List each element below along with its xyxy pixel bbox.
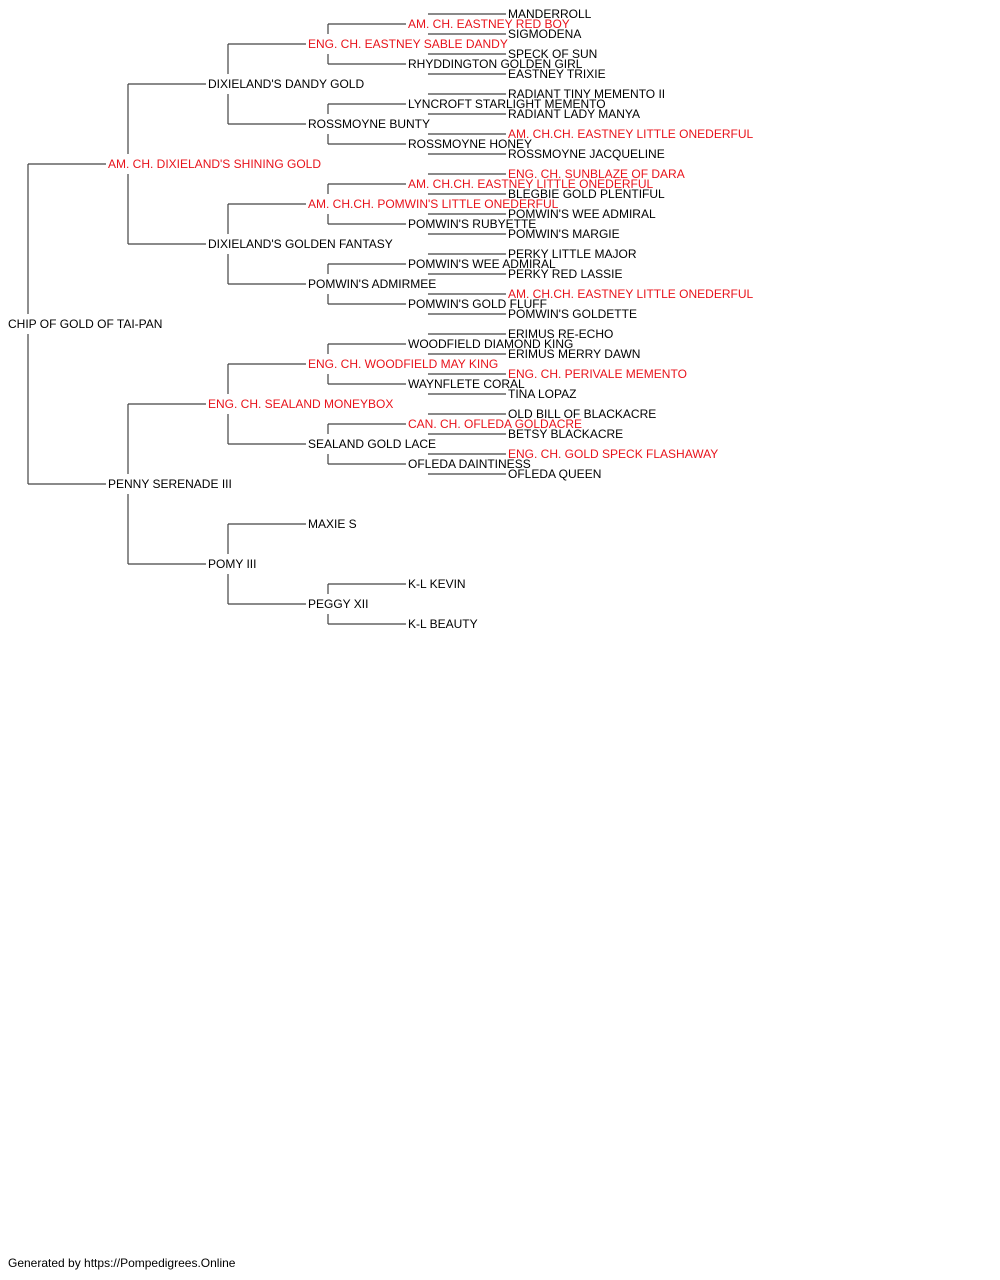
dog-name-am-ch-eastney-red-boy: AM. CH. EASTNEY RED BOY: [408, 17, 570, 31]
dog-name-am-ch-dixieland-s-shining-gold: AM. CH. DIXIELAND'S SHINING GOLD: [108, 157, 321, 171]
dog-name-dixieland-s-dandy-gold: DIXIELAND'S DANDY GOLD: [208, 77, 364, 91]
dog-name-pomwin-s-wee-admiral: POMWIN'S WEE ADMIRAL: [408, 257, 556, 271]
dog-name-erimus-merry-dawn: ERIMUS MERRY DAWN: [508, 347, 640, 361]
dog-name-pomwin-s-wee-admiral: POMWIN'S WEE ADMIRAL: [508, 207, 656, 221]
dog-name-perky-little-major: PERKY LITTLE MAJOR: [508, 247, 637, 261]
dog-name-am-ch-ch-eastney-little-onederful: AM. CH.CH. EASTNEY LITTLE ONEDERFUL: [408, 177, 653, 191]
dog-name-radiant-lady-manya: RADIANT LADY MANYA: [508, 107, 640, 121]
dog-name-sealand-gold-lace: SEALAND GOLD LACE: [308, 437, 436, 451]
dog-name-blegbie-gold-plentiful: BLEGBIE GOLD PLENTIFUL: [508, 187, 665, 201]
dog-name-eng-ch-eastney-sable-dandy: ENG. CH. EASTNEY SABLE DANDY: [308, 37, 508, 51]
dog-name-k-l-beauty: K-L BEAUTY: [408, 617, 478, 631]
dog-name-k-l-kevin: K-L KEVIN: [408, 577, 466, 591]
dog-name-rossmoyne-bunty: ROSSMOYNE BUNTY: [308, 117, 430, 131]
dog-name-eng-ch-sealand-moneybox: ENG. CH. SEALAND MONEYBOX: [208, 397, 393, 411]
dog-name-speck-of-sun: SPECK OF SUN: [508, 47, 597, 61]
dog-name-eng-ch-sunblaze-of-dara: ENG. CH. SUNBLAZE OF DARA: [508, 167, 685, 181]
dog-name-eng-ch-perivale-memento: ENG. CH. PERIVALE MEMENTO: [508, 367, 687, 381]
dog-name-pomy-iii: POMY III: [208, 557, 256, 571]
generated-by-footer: Generated by https://Pompedigrees.Online: [8, 1256, 236, 1270]
dog-name-eastney-trixie: EASTNEY TRIXIE: [508, 67, 606, 81]
dog-name-perky-red-lassie: PERKY RED LASSIE: [508, 267, 623, 281]
dog-name-pomwin-s-margie: POMWIN'S MARGIE: [508, 227, 620, 241]
dog-name-rhyddington-golden-girl: RHYDDINGTON GOLDEN GIRL: [408, 57, 583, 71]
dog-name-tina-lopaz: TINA LOPAZ: [508, 387, 576, 401]
dog-name-erimus-re-echo: ERIMUS RE-ECHO: [508, 327, 613, 341]
dog-name-old-bill-of-blackacre: OLD BILL OF BLACKACRE: [508, 407, 656, 421]
dog-name-maxie-s: MAXIE S: [308, 517, 357, 531]
dog-name-pomwin-s-admirmee: POMWIN'S ADMIRMEE: [308, 277, 436, 291]
dog-name-am-ch-ch-eastney-little-onederful: AM. CH.CH. EASTNEY LITTLE ONEDERFUL: [508, 127, 753, 141]
dog-name-penny-serenade-iii: PENNY SERENADE III: [108, 477, 232, 491]
dog-name-lyncroft-starlight-memento: LYNCROFT STARLIGHT MEMENTO: [408, 97, 606, 111]
dog-name-rossmoyne-jacqueline: ROSSMOYNE JACQUELINE: [508, 147, 665, 161]
dog-name-ofleda-queen: OFLEDA QUEEN: [508, 467, 601, 481]
dog-name-can-ch-ofleda-goldacre: CAN. CH. OFLEDA GOLDACRE: [408, 417, 582, 431]
dog-name-peggy-xii: PEGGY XII: [308, 597, 368, 611]
dog-name-rossmoyne-honey: ROSSMOYNE HONEY: [408, 137, 532, 151]
dog-name-ofleda-daintiness: OFLEDA DAINTINESS: [408, 457, 531, 471]
dog-name-pomwin-s-goldette: POMWIN'S GOLDETTE: [508, 307, 637, 321]
dog-name-woodfield-diamond-king: WOODFIELD DIAMOND KING: [408, 337, 573, 351]
dog-name-waynflete-coral: WAYNFLETE CORAL: [408, 377, 525, 391]
dog-name-radiant-tiny-memento-ii: RADIANT TINY MEMENTO II: [508, 87, 665, 101]
dog-name-eng-ch-gold-speck-flashaway: ENG. CH. GOLD SPECK FLASHAWAY: [508, 447, 718, 461]
dog-name-am-ch-ch-pomwin-s-little-onederful: AM. CH.CH. POMWIN'S LITTLE ONEDERFUL: [308, 197, 559, 211]
dog-name-eng-ch-woodfield-may-king: ENG. CH. WOODFIELD MAY KING: [308, 357, 498, 371]
dog-name-sigmodena: SIGMODENA: [508, 27, 581, 41]
dog-name-manderroll: MANDERROLL: [508, 7, 592, 21]
dog-name-betsy-blackacre: BETSY BLACKACRE: [508, 427, 623, 441]
dog-name-chip-of-gold-of-tai-pan: CHIP OF GOLD OF TAI-PAN: [8, 317, 162, 331]
dog-name-pomwin-s-gold-fluff: POMWIN'S GOLD FLUFF: [408, 297, 547, 311]
dog-name-dixieland-s-golden-fantasy: DIXIELAND'S GOLDEN FANTASY: [208, 237, 393, 251]
dog-name-pomwin-s-rubyette: POMWIN'S RUBYETTE: [408, 217, 536, 231]
dog-name-am-ch-ch-eastney-little-onederful: AM. CH.CH. EASTNEY LITTLE ONEDERFUL: [508, 287, 753, 301]
